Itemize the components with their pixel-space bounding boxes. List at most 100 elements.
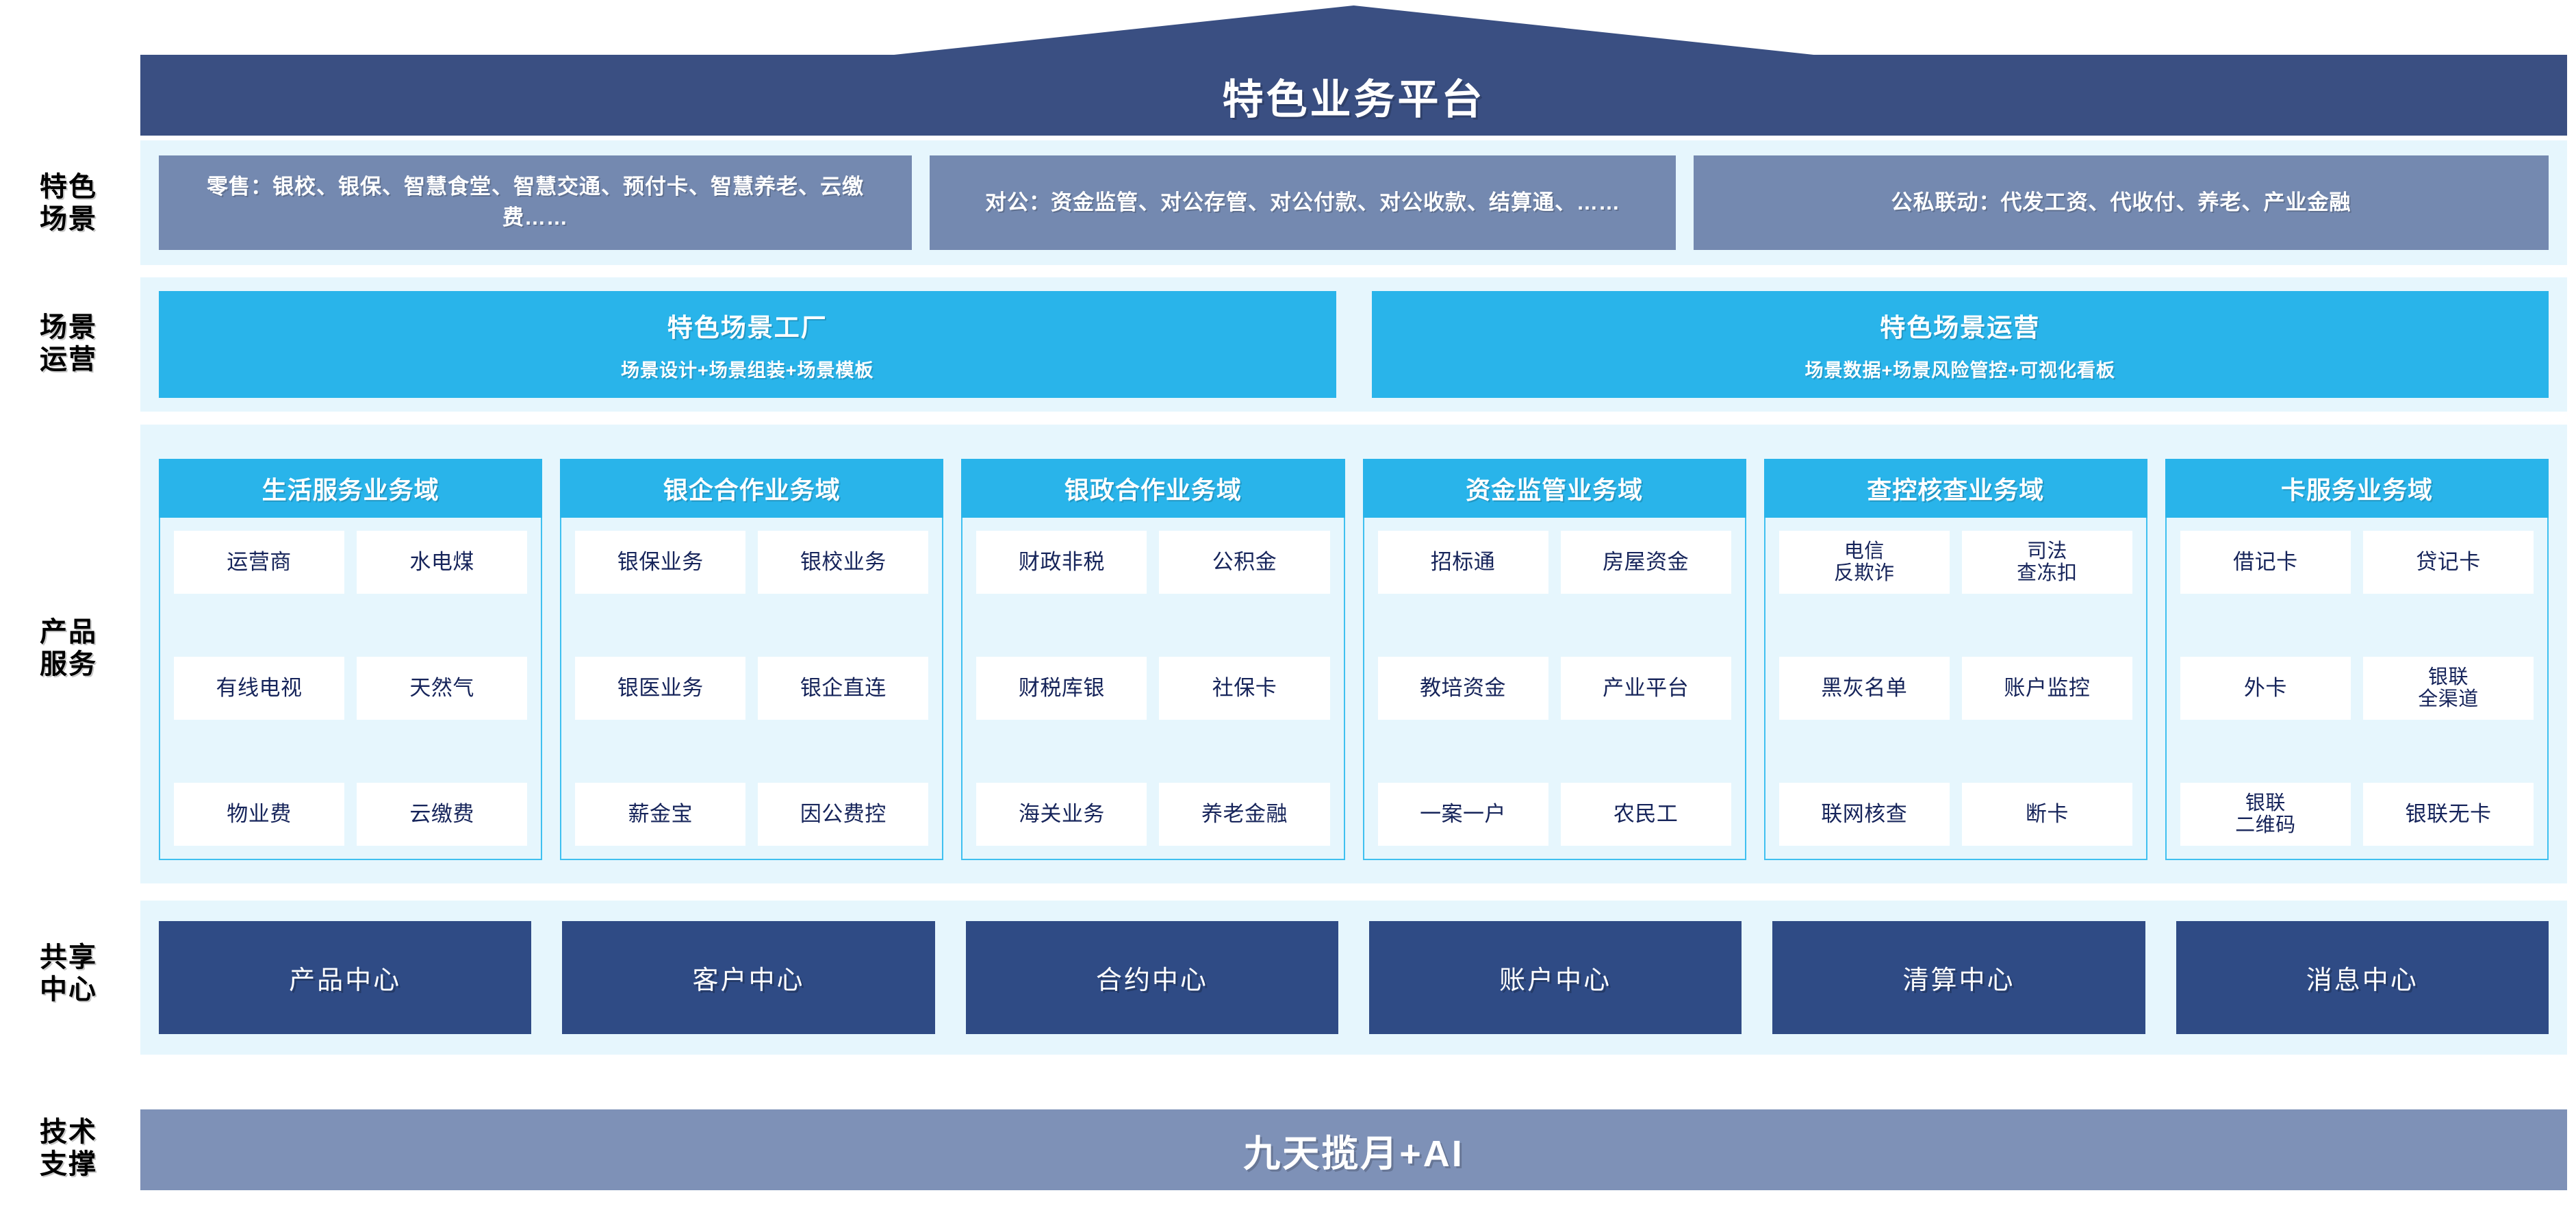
domain-row: 银联 二维码银联无卡 xyxy=(2180,783,2534,846)
domain-row: 银医业务银企直连 xyxy=(575,657,929,720)
domain-cell[interactable]: 银企直连 xyxy=(758,657,929,720)
domain-cell[interactable]: 一案一户 xyxy=(1377,783,1548,846)
row-label-tech-line2: 支撑 xyxy=(40,1149,97,1180)
row-label-tech-line1: 技术 xyxy=(40,1117,97,1147)
shared-band: 产品中心客户中心合约中心账户中心清算中心消息中心 xyxy=(140,901,2567,1055)
shared-center-box[interactable]: 消息中心 xyxy=(2176,921,2549,1034)
operation-band: 特色场景工厂 场景设计+场景组装+场景模板 特色场景运营 场景数据+场景风险管控… xyxy=(140,277,2567,412)
tech-support-title: 九天揽月+AI xyxy=(1243,1133,1464,1174)
domain-cell[interactable]: 银联无卡 xyxy=(2362,783,2534,846)
header-banner: 特色业务平台 xyxy=(140,5,2567,136)
operation-operations-subtitle: 场景数据+场景风险管控+可视化看板 xyxy=(1805,360,2116,381)
row-label-shared: 共享 中心 xyxy=(0,942,137,1006)
domain-card-title: 银政合作业务域 xyxy=(961,459,1345,518)
domain-cell[interactable]: 贷记卡 xyxy=(2362,531,2534,594)
row-label-product: 产品 服务 xyxy=(0,616,137,681)
domain-cell[interactable]: 银医业务 xyxy=(575,657,746,720)
domain-cell[interactable]: 招标通 xyxy=(1377,531,1548,594)
domain-cell[interactable]: 银联 二维码 xyxy=(2180,783,2351,846)
domain-cell[interactable]: 公积金 xyxy=(1159,531,1330,594)
domain-cell[interactable]: 薪金宝 xyxy=(575,783,746,846)
shared-center-box[interactable]: 合约中心 xyxy=(965,921,1338,1034)
scenario-box-retail[interactable]: 零售：银校、银保、智慧食堂、智慧交通、预付卡、智慧养老、云缴费…… xyxy=(159,155,912,250)
domain-cell[interactable]: 司法 查冻扣 xyxy=(1961,531,2132,594)
domain-card-body: 银保业务银校业务银医业务银企直连薪金宝因公费控 xyxy=(560,518,944,860)
shared-center-box[interactable]: 清算中心 xyxy=(1772,921,2145,1034)
operation-box-operations[interactable]: 特色场景运营 场景数据+场景风险管控+可视化看板 xyxy=(1371,291,2549,398)
operation-factory-subtitle: 场景设计+场景组装+场景模板 xyxy=(620,360,874,381)
domain-row: 银保业务银校业务 xyxy=(575,531,929,594)
domain-cell[interactable]: 因公费控 xyxy=(758,783,929,846)
domain-row: 海关业务养老金融 xyxy=(976,783,1330,846)
domain-card-body: 运营商水电煤有线电视天然气物业费云缴费 xyxy=(159,518,543,860)
domain-card: 卡服务业务域借记卡贷记卡外卡银联 全渠道银联 二维码银联无卡 xyxy=(2165,459,2549,860)
domain-cell[interactable]: 借记卡 xyxy=(2180,531,2351,594)
tech-support-band: 九天揽月+AI xyxy=(140,1109,2567,1190)
domain-row: 薪金宝因公费控 xyxy=(575,783,929,846)
domain-row: 财政非税公积金 xyxy=(976,531,1330,594)
shared-center-box[interactable]: 客户中心 xyxy=(562,921,935,1034)
row-label-operation: 场景 运营 xyxy=(0,312,137,376)
operation-factory-title: 特色场景工厂 xyxy=(667,314,828,342)
domain-cell[interactable]: 产业平台 xyxy=(1560,657,1731,720)
shared-center-box[interactable]: 账户中心 xyxy=(1368,921,1742,1034)
domain-cell[interactable]: 电信 反欺诈 xyxy=(1778,531,1950,594)
domain-cell[interactable]: 养老金融 xyxy=(1159,783,1330,846)
scenario-box-corporate[interactable]: 对公：资金监管、对公存管、对公付款、对公收款、结算通、…… xyxy=(930,155,1676,250)
domain-cell[interactable]: 联网核查 xyxy=(1778,783,1950,846)
row-label-operation-line2: 运营 xyxy=(40,344,97,375)
domain-row: 黑灰名单账户监控 xyxy=(1778,657,2132,720)
domain-card-body: 招标通房屋资金教培资金产业平台一案一户农民工 xyxy=(1362,518,1746,860)
row-label-scenario-line1: 特色 xyxy=(40,172,97,202)
domain-cell[interactable]: 账户监控 xyxy=(1961,657,2132,720)
domain-cell[interactable]: 农民工 xyxy=(1560,783,1731,846)
domain-cell[interactable]: 物业费 xyxy=(174,783,345,846)
page-title: 特色业务平台 xyxy=(1222,77,1485,123)
scenario-band: 零售：银校、银保、智慧食堂、智慧交通、预付卡、智慧养老、云缴费…… 对公：资金监… xyxy=(140,140,2567,265)
domain-cell[interactable]: 云缴费 xyxy=(357,783,528,846)
row-label-scenario-line2: 场景 xyxy=(40,204,97,235)
domain-cell[interactable]: 断卡 xyxy=(1961,783,2132,846)
domain-cell[interactable]: 黑灰名单 xyxy=(1778,657,1950,720)
domain-cell[interactable]: 外卡 xyxy=(2180,657,2351,720)
domain-card: 查控核查业务域电信 反欺诈司法 查冻扣黑灰名单账户监控联网核查断卡 xyxy=(1763,459,2147,860)
domain-cell[interactable]: 水电煤 xyxy=(357,531,528,594)
domain-card-title: 查控核查业务域 xyxy=(1763,459,2147,518)
domain-card-body: 借记卡贷记卡外卡银联 全渠道银联 二维码银联无卡 xyxy=(2165,518,2549,860)
product-band: 生活服务业务域运营商水电煤有线电视天然气物业费云缴费银企合作业务域银保业务银校业… xyxy=(140,425,2567,883)
domain-cell[interactable]: 运营商 xyxy=(174,531,345,594)
domain-card-title: 生活服务业务域 xyxy=(159,459,543,518)
domain-card-title: 银企合作业务域 xyxy=(560,459,944,518)
domain-cell[interactable]: 银保业务 xyxy=(575,531,746,594)
row-label-operation-line1: 场景 xyxy=(40,312,97,342)
domain-row: 教培资金产业平台 xyxy=(1377,657,1731,720)
domain-cell[interactable]: 海关业务 xyxy=(976,783,1147,846)
domain-card: 银企合作业务域银保业务银校业务银医业务银企直连薪金宝因公费控 xyxy=(560,459,944,860)
domain-cell[interactable]: 银校业务 xyxy=(758,531,929,594)
domain-row: 联网核查断卡 xyxy=(1778,783,2132,846)
domain-cell[interactable]: 房屋资金 xyxy=(1560,531,1731,594)
header-roof-body xyxy=(140,55,2567,136)
operation-operations-title: 特色场景运营 xyxy=(1880,314,2041,342)
domain-cell[interactable]: 天然气 xyxy=(357,657,528,720)
domain-cell[interactable]: 财政非税 xyxy=(976,531,1147,594)
domain-row: 物业费云缴费 xyxy=(174,783,528,846)
domain-row: 招标通房屋资金 xyxy=(1377,531,1731,594)
domain-row: 借记卡贷记卡 xyxy=(2180,531,2534,594)
domain-cell[interactable]: 教培资金 xyxy=(1377,657,1548,720)
domain-cell[interactable]: 社保卡 xyxy=(1159,657,1330,720)
domain-card-body: 财政非税公积金财税库银社保卡海关业务养老金融 xyxy=(961,518,1345,860)
domain-cell[interactable]: 有线电视 xyxy=(174,657,345,720)
domain-row: 一案一户农民工 xyxy=(1377,783,1731,846)
domain-row: 财税库银社保卡 xyxy=(976,657,1330,720)
domain-cell[interactable]: 财税库银 xyxy=(976,657,1147,720)
row-label-shared-line1: 共享 xyxy=(40,942,97,972)
operation-box-factory[interactable]: 特色场景工厂 场景设计+场景组装+场景模板 xyxy=(159,291,1336,398)
shared-center-box[interactable]: 产品中心 xyxy=(159,921,532,1034)
domain-card: 资金监管业务域招标通房屋资金教培资金产业平台一案一户农民工 xyxy=(1362,459,1746,860)
domain-card-title: 卡服务业务域 xyxy=(2165,459,2549,518)
row-label-shared-line2: 中心 xyxy=(40,975,97,1005)
row-label-product-line2: 服务 xyxy=(40,649,97,680)
scenario-box-public-private[interactable]: 公私联动：代发工资、代收付、养老、产业金融 xyxy=(1694,155,2549,250)
domain-cell[interactable]: 银联 全渠道 xyxy=(2362,657,2534,720)
